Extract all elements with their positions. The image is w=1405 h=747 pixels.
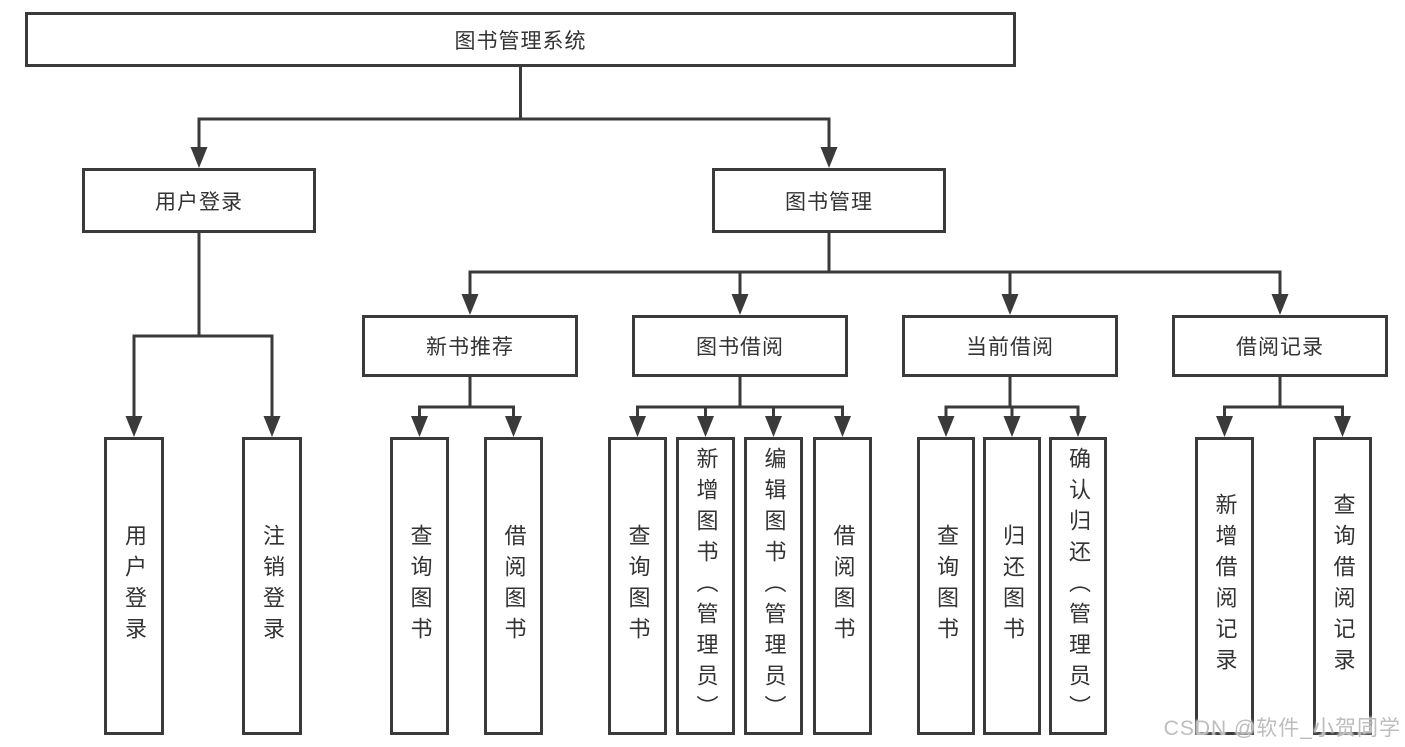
leaf-label: 借阅图书	[501, 524, 527, 648]
leaf-edit-book-admin: 编辑图书（管理员）	[744, 437, 803, 735]
leaf-label: 新增借阅记录	[1212, 493, 1238, 679]
leaf-label: 归还图书	[1000, 524, 1025, 648]
node-new-book-recommend: 新书推荐	[362, 315, 578, 377]
node-current-borrow: 当前借阅	[902, 315, 1118, 377]
leaf-add-book-admin: 新增图书（管理员）	[676, 437, 735, 735]
node-book-management: 图书管理	[712, 168, 946, 233]
leaf-add-borrow-record: 新增借阅记录	[1195, 437, 1254, 735]
leaf-label: 借阅图书	[830, 524, 856, 648]
leaf-label: 确认归还（管理员）	[1066, 446, 1091, 726]
leaf-label: 新增图书（管理员）	[693, 446, 719, 726]
leaf-label: 查询图书	[407, 524, 433, 648]
leaf-label: 查询借阅记录	[1330, 493, 1356, 679]
leaf-label: 用户登录	[122, 524, 147, 648]
node-user-login: 用户登录	[82, 168, 316, 233]
csdn-watermark: CSDN @软件_小贺同学	[1163, 717, 1401, 740]
leaf-borrow-book-recommend: 借阅图书	[484, 437, 543, 735]
leaf-query-book-borrow: 查询图书	[608, 437, 667, 735]
node-library-system: 图书管理系统	[25, 12, 1016, 67]
leaf-query-borrow-record: 查询借阅记录	[1313, 437, 1372, 735]
leaf-logout: 注销登录	[242, 437, 302, 735]
leaf-label: 编辑图书（管理员）	[761, 446, 787, 726]
node-borrow-records: 借阅记录	[1172, 315, 1388, 377]
leaf-label: 查询图书	[625, 524, 651, 648]
leaf-query-book-current: 查询图书	[917, 437, 975, 735]
leaf-borrow-book: 借阅图书	[813, 437, 872, 735]
leaf-label: 查询图书	[934, 524, 959, 648]
leaf-query-book-recommend: 查询图书	[390, 437, 449, 735]
leaf-user-login: 用户登录	[104, 437, 164, 735]
leaf-label: 注销登录	[260, 524, 285, 648]
node-book-borrow: 图书借阅	[632, 315, 848, 377]
leaf-confirm-return-admin: 确认归还（管理员）	[1049, 437, 1107, 735]
leaf-return-book: 归还图书	[983, 437, 1041, 735]
